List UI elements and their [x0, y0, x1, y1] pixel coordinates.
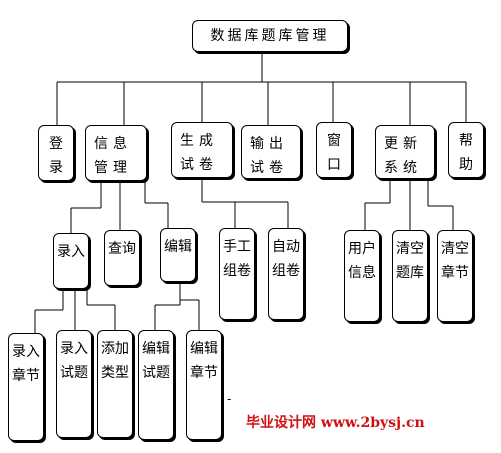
- watermark-text: 毕业设计网 www.2bysj.cn: [246, 415, 425, 431]
- node-add-type: 添加类型: [97, 330, 133, 438]
- node-login: 登录: [38, 125, 74, 181]
- node-user-info: 用户信息: [344, 230, 380, 322]
- node-entry-chapter: 录入章节: [8, 333, 44, 441]
- node-manual-compose: 手工组卷: [219, 228, 255, 320]
- node-entry: 录入: [53, 233, 89, 289]
- stray-dash: -: [227, 392, 232, 406]
- node-generate-paper: 生成试卷: [171, 122, 233, 178]
- node-clear-chapter: 清空章节: [437, 230, 473, 322]
- node-edit-question: 编辑试题: [138, 330, 174, 440]
- node-edit-chapter: 编辑章节: [186, 330, 222, 440]
- node-auto-compose: 自动组卷: [268, 228, 304, 320]
- node-update-system: 更新系统: [375, 125, 435, 179]
- root-node: 数据库题库管理: [192, 20, 348, 52]
- node-clear-bank: 清空题库: [392, 230, 428, 322]
- node-help: 帮助: [448, 122, 484, 178]
- node-query: 查询: [104, 230, 140, 286]
- node-entry-question: 录入试题: [56, 330, 92, 438]
- node-output-paper: 输出试卷: [241, 125, 301, 179]
- node-window: 窗口: [316, 122, 352, 178]
- node-edit: 编辑: [160, 228, 196, 282]
- node-info-management: 信息管理: [85, 125, 147, 181]
